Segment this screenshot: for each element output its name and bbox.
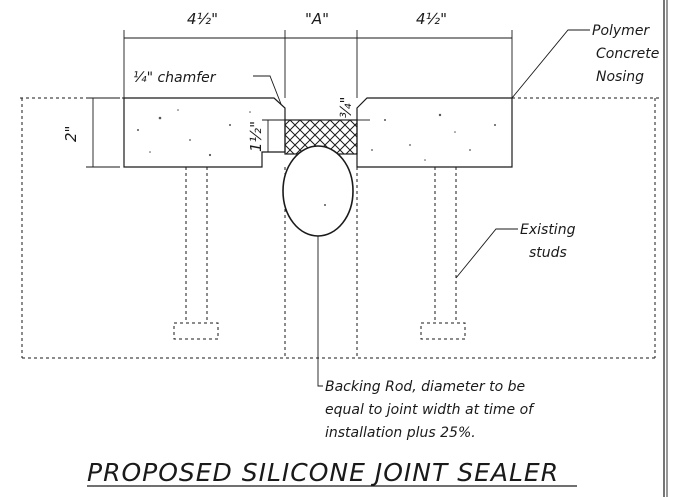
backing-rod-note-line1: Backing Rod, diameter to be xyxy=(325,379,525,395)
depth-dimension xyxy=(86,97,120,168)
backing-rod xyxy=(282,145,354,237)
sealer-depth-label: 1½" xyxy=(247,121,265,152)
backing-rod-note-line2: equal to joint width at time of xyxy=(325,402,535,418)
backing-rod-mark xyxy=(324,204,326,206)
left-width-label: 4½" xyxy=(187,10,218,28)
nosing-note-line3: Nosing xyxy=(596,69,644,85)
sealer-depth-dimension xyxy=(262,119,285,152)
chamfer-leader xyxy=(253,75,282,105)
right-stud xyxy=(420,167,466,340)
studs-note-line1: Existing xyxy=(520,222,576,238)
backing-rod-leader xyxy=(317,236,323,387)
chamfer-label: ¼" chamfer xyxy=(133,70,217,86)
left-stud xyxy=(173,167,219,340)
right-width-label: 4½" xyxy=(416,10,447,28)
recess-depth-label: ¾" xyxy=(337,97,355,118)
backing-rod-note-line3: installation plus 25%. xyxy=(325,425,476,441)
right-nosing xyxy=(356,97,513,168)
joint-width-label: "A" xyxy=(305,10,329,28)
nosing-note-line2: Concrete xyxy=(596,46,659,62)
studs-leader xyxy=(455,228,518,279)
nosing-note-line1: Polymer xyxy=(592,23,650,39)
drawing-title: PROPOSED SILICONE JOINT SEALER xyxy=(87,458,559,487)
concrete-texture xyxy=(137,109,496,161)
slab-depth-label: 2" xyxy=(62,126,80,142)
studs-note-line2: studs xyxy=(529,245,567,261)
top-dimension-line xyxy=(123,30,513,98)
nosing-leader xyxy=(511,29,590,99)
left-nosing xyxy=(123,97,286,168)
